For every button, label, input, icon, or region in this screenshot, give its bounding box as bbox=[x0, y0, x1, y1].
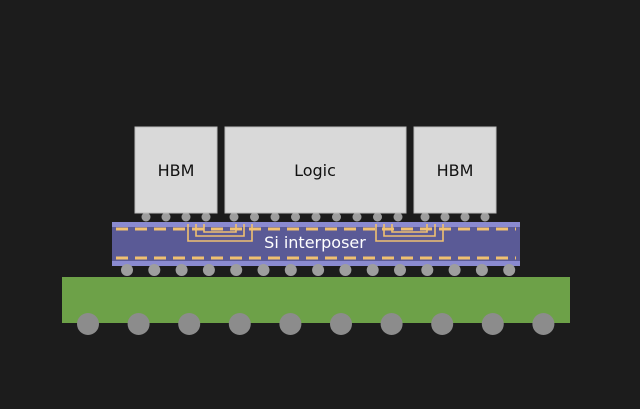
solder-ball bbox=[279, 313, 302, 335]
interposer-bump bbox=[202, 264, 215, 276]
si-interposer-label: Si interposer bbox=[264, 233, 366, 252]
interposer-wiring-left bbox=[187, 224, 253, 242]
logic-label: Logic bbox=[294, 161, 336, 180]
solder-ball bbox=[532, 313, 555, 335]
package-substrate bbox=[62, 277, 570, 323]
interposer-bump bbox=[366, 264, 379, 276]
solder-ball bbox=[431, 313, 454, 335]
micro-bump bbox=[311, 212, 321, 222]
micro-bump bbox=[420, 212, 430, 222]
solder-ball bbox=[228, 313, 251, 335]
si-interposer: Si interposer bbox=[112, 222, 520, 266]
interposer-bottom-bumps bbox=[121, 264, 516, 276]
micro-bump bbox=[480, 212, 490, 222]
solder-ball bbox=[77, 313, 99, 335]
micro-bump bbox=[373, 212, 382, 222]
micro-bump bbox=[161, 212, 171, 222]
interposer-bump bbox=[312, 264, 325, 276]
micro-bump bbox=[352, 212, 362, 222]
interposer-bump bbox=[148, 264, 161, 276]
hbm-right-label: HBM bbox=[437, 161, 474, 180]
hbm-left-label: HBM bbox=[158, 161, 195, 180]
interposer-bump bbox=[121, 264, 133, 276]
interposer-bump bbox=[421, 264, 434, 276]
micro-bump bbox=[201, 212, 211, 222]
solder-ball bbox=[481, 313, 504, 335]
interposer-bump bbox=[394, 264, 406, 276]
interposer-bump bbox=[475, 264, 488, 276]
interposer-bump bbox=[230, 264, 243, 276]
micro-bump bbox=[460, 212, 470, 222]
interposer-bump bbox=[175, 264, 188, 276]
interposer-bump bbox=[503, 264, 516, 276]
solder-ball bbox=[380, 313, 403, 335]
solder-ball bbox=[330, 313, 352, 335]
logic-die: Logic bbox=[224, 126, 407, 214]
interposer-bump bbox=[448, 264, 461, 276]
substrate-solder-balls bbox=[77, 313, 555, 335]
micro-bump bbox=[270, 212, 280, 222]
interposer-wiring-right bbox=[375, 224, 444, 242]
micro-bump bbox=[250, 212, 259, 222]
micro-bump bbox=[181, 212, 191, 222]
hbm-left-die: HBM bbox=[134, 126, 218, 214]
hbm-right-die: HBM bbox=[413, 126, 497, 214]
micro-bump bbox=[332, 212, 341, 222]
interposer-bump bbox=[339, 264, 352, 276]
die-micro-bumps bbox=[141, 212, 490, 222]
micro-bump bbox=[291, 212, 300, 222]
solder-ball bbox=[178, 313, 201, 335]
micro-bump bbox=[393, 212, 403, 222]
micro-bump bbox=[440, 212, 450, 222]
micro-bump bbox=[141, 212, 151, 222]
micro-bump bbox=[229, 212, 239, 222]
interposer-bump bbox=[257, 264, 270, 276]
solder-ball bbox=[127, 313, 150, 335]
interposer-bump bbox=[284, 264, 297, 276]
